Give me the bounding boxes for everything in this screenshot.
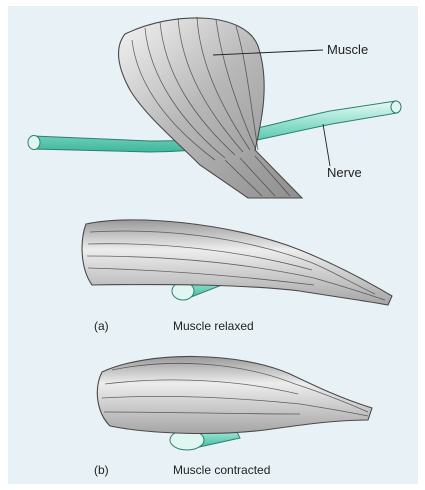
nerve-label: Nerve xyxy=(327,165,362,180)
caption-b-text: Muscle contracted xyxy=(173,463,270,477)
muscle-label: Muscle xyxy=(327,42,368,57)
nerve-end-right xyxy=(391,101,401,113)
caption-b-letter: (b) xyxy=(94,463,109,477)
caption-a-text: Muscle relaxed xyxy=(173,319,254,333)
nerve-end-left xyxy=(28,136,40,150)
caption-a-letter: (a) xyxy=(94,319,109,333)
